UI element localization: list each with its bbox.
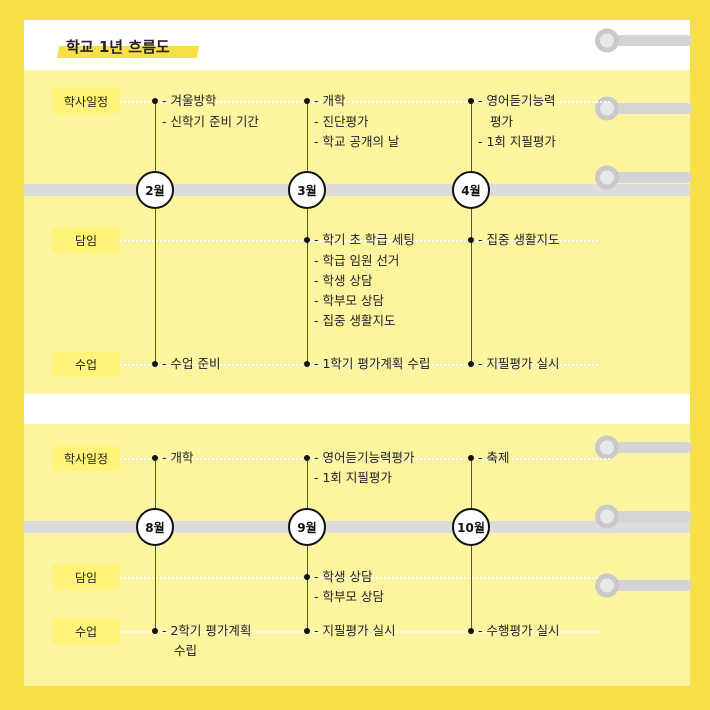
schedule-item: - 진단평가 (314, 114, 369, 129)
dotted-line (120, 364, 598, 366)
binder-ring-icon (595, 28, 692, 53)
page-title: 학교 1년 흐름도 (66, 38, 170, 56)
homeroom-item: - 학생 상담 (314, 273, 373, 288)
schedule-item: - 학교 공개의 날 (314, 134, 400, 149)
dotted-line (120, 101, 610, 103)
schedule-item: - 겨울방학 (162, 93, 217, 108)
schedule-item: - 1회 지필평가 (478, 134, 556, 149)
bullet-dot (468, 361, 474, 367)
homeroom-item: - 학부모 상담 (314, 589, 384, 604)
row-label-schedule: 학사일정 (52, 88, 120, 114)
month-line (155, 101, 156, 364)
schedule-item: - 축제 (478, 450, 510, 465)
homeroom-item: - 학생 상담 (314, 569, 373, 584)
class-item: - 지필평가 실시 (478, 356, 560, 371)
month-circle: 3월 (288, 171, 326, 209)
bullet-dot (304, 574, 310, 580)
month-circle: 8월 (136, 508, 174, 546)
class-item: - 1학기 평가계획 수립 (314, 356, 431, 371)
binder-ring-icon (595, 165, 692, 190)
bullet-dot (152, 98, 158, 104)
bullet-dot (468, 98, 474, 104)
schedule-item: 평가 (490, 114, 514, 129)
dotted-line (120, 240, 598, 242)
row-label-classes: 수업 (52, 351, 120, 377)
bullet-dot (468, 455, 474, 461)
class-item: - 수행평가 실시 (478, 623, 560, 638)
homeroom-item: - 집중 생활지도 (314, 313, 396, 328)
header-area (24, 20, 690, 70)
homeroom-item: - 학기 초 학급 세팅 (314, 232, 415, 247)
binder-ring-icon (595, 96, 692, 121)
class-item: 수립 (174, 643, 198, 658)
bullet-dot (304, 361, 310, 367)
month-circle: 9월 (288, 508, 326, 546)
schedule-item: - 영어듣기능력 (478, 93, 556, 108)
schedule-item: - 개학 (162, 450, 194, 465)
dotted-line (120, 631, 598, 633)
homeroom-item: - 학급 임원 선거 (314, 253, 400, 268)
bullet-dot (152, 628, 158, 634)
section-gap (24, 394, 690, 424)
schedule-item: - 신학기 준비 기간 (162, 114, 259, 129)
binder-ring-icon (595, 504, 692, 529)
schedule-item: - 영어듣기능력평가 (314, 450, 415, 465)
bullet-dot (468, 628, 474, 634)
bullet-dot (152, 361, 158, 367)
row-label-homeroom: 담임 (52, 227, 120, 253)
month-circle: 2월 (136, 171, 174, 209)
homeroom-item: - 집중 생활지도 (478, 232, 560, 247)
binder-ring-icon (595, 573, 692, 598)
month-circle: 4월 (452, 171, 490, 209)
month-circle: 10월 (452, 508, 490, 546)
timeline-bar-1 (24, 184, 690, 196)
bullet-dot (304, 455, 310, 461)
row-label-schedule: 학사일정 (52, 445, 120, 471)
class-item: - 지필평가 실시 (314, 623, 396, 638)
class-item: - 수업 준비 (162, 356, 221, 371)
bullet-dot (304, 628, 310, 634)
timeline-bar-2 (24, 521, 690, 533)
bullet-dot (152, 455, 158, 461)
bullet-dot (468, 237, 474, 243)
dotted-line (120, 458, 610, 460)
binder-ring-icon (595, 435, 692, 460)
schedule-item: - 1회 지필평가 (314, 470, 392, 485)
bullet-dot (304, 237, 310, 243)
bullet-dot (304, 98, 310, 104)
row-label-classes: 수업 (52, 618, 120, 644)
section-2-background (24, 424, 690, 686)
dotted-line (120, 577, 598, 579)
class-item: - 2학기 평가계획 (162, 623, 252, 638)
section-1-background (24, 70, 690, 394)
month-line (307, 101, 308, 364)
homeroom-item: - 학부모 상담 (314, 293, 384, 308)
schedule-item: - 개학 (314, 93, 346, 108)
month-line (471, 101, 472, 364)
row-label-homeroom: 담임 (52, 564, 120, 590)
